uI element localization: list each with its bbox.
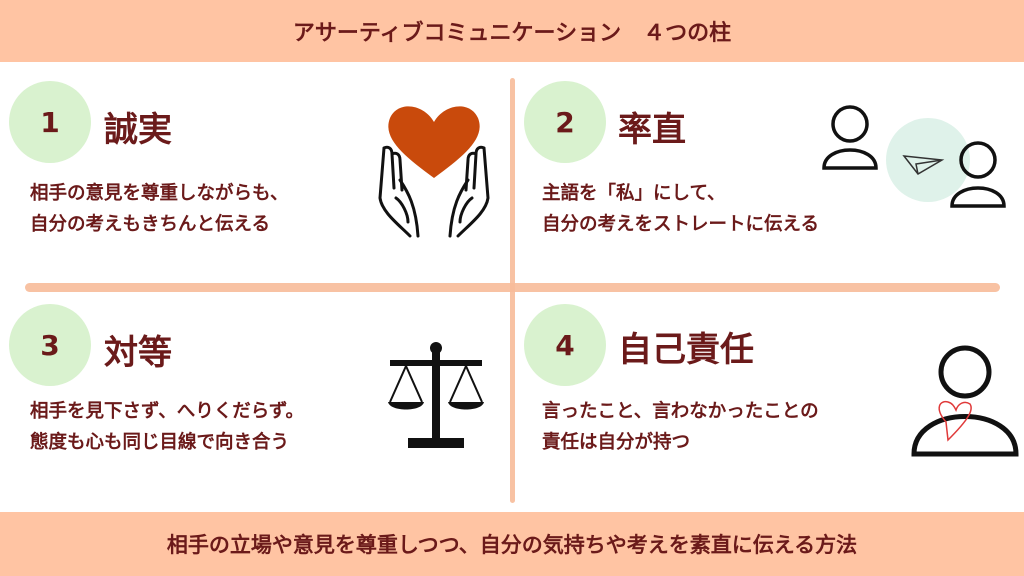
pillar-desc-line: 責任は自分が持つ [542, 432, 691, 453]
pillar-number-badge: 4 [524, 304, 606, 386]
pillar-desc-line: 相手の意見を尊重しながらも、 [30, 183, 289, 204]
pillar-desc-line: 態度も心も同じ目線で向き合う [30, 432, 290, 453]
balance-scale-icon [388, 342, 484, 448]
people-paper-plane-icon [822, 105, 1006, 208]
pillar-desc-line: 自分の考えをストレートに伝える [542, 214, 819, 235]
hands-heart-icon [378, 106, 490, 238]
pillar-desc-line: 主語を「私」にして、 [542, 183, 726, 204]
pillar-number-badge: 3 [9, 304, 91, 386]
person-heart-icon [911, 345, 1019, 457]
pillar-desc-line: 言ったこと、言わなかったことの [542, 401, 819, 422]
pillar-number-badge: 2 [524, 81, 606, 163]
footer-summary: 相手の立場や意見を尊重しつつ、自分の気持ちや考えを素直に伝える方法 [0, 512, 1024, 576]
pillar-desc-line: 自分の考えもきちんと伝える [30, 214, 270, 235]
header-title: アサーティブコミュニケーション ４つの柱 [0, 0, 1024, 62]
pillar-title: 率直 [618, 110, 686, 150]
horizontal-divider [25, 283, 1000, 292]
pillar-title: 誠実 [104, 110, 172, 150]
pillar-desc-line: 相手を見下さず、へりくだらず。 [30, 401, 304, 422]
pillar-title: 自己責任 [618, 330, 754, 370]
pillar-number-badge: 1 [9, 81, 91, 163]
pillar-title: 対等 [104, 333, 172, 373]
